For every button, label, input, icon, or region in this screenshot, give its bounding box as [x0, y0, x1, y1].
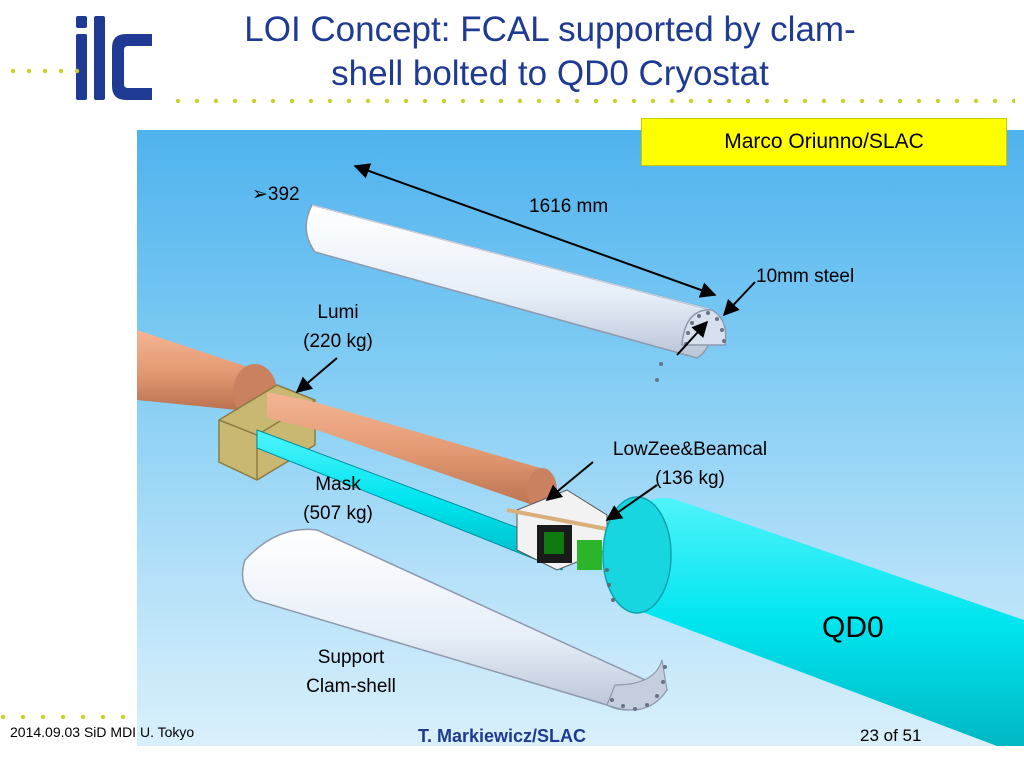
annotation-arrows	[295, 163, 756, 521]
decorative-dot	[897, 98, 903, 104]
decorative-dot	[384, 98, 390, 104]
author-credit-box: Marco Oriunno/SLAC	[641, 118, 1007, 166]
decorative-dotted-line	[175, 98, 1015, 104]
decorative-dot	[745, 98, 751, 104]
decorative-dot	[992, 98, 998, 104]
footer-page-number: 23 of 51	[860, 726, 922, 745]
lowzee-label: LowZee&Beamcal (136 kg)	[580, 435, 800, 493]
decorative-dot	[707, 98, 713, 104]
decorative-dot	[213, 98, 219, 104]
decorative-dot	[802, 98, 808, 104]
lowzee-arrow-right	[605, 484, 658, 521]
decorative-dot	[574, 98, 580, 104]
decorative-dot	[593, 98, 599, 104]
decorative-dot	[232, 98, 238, 104]
decorative-dot	[346, 98, 352, 104]
note-392: ➢392	[252, 184, 300, 205]
decorative-dot	[954, 98, 960, 104]
steel-label: 10mm steel	[756, 266, 855, 287]
decorative-dot	[973, 98, 979, 104]
decorative-dot	[688, 98, 694, 104]
lowzee-beamcal-package	[506, 489, 613, 571]
mask-mass: (507 kg)	[303, 503, 373, 524]
decorative-dot	[840, 98, 846, 104]
support-desc: Clam-shell	[306, 676, 396, 697]
decorative-dot	[479, 98, 485, 104]
decorative-dot	[0, 714, 6, 720]
title-line-2: shell bolted to QD0 Cryostat	[331, 54, 769, 93]
decorative-dot	[612, 98, 618, 104]
decorative-dot	[726, 98, 732, 104]
decorative-dot	[308, 98, 314, 104]
decorative-dot	[42, 68, 48, 74]
fcal-assembly-drawing	[137, 163, 1024, 746]
decorative-dot	[631, 98, 637, 104]
decorative-dot	[60, 714, 66, 720]
lumi-label: Lumi (220 kg)	[288, 298, 388, 356]
copper-beam-cone	[256, 392, 568, 571]
lowzee-name: LowZee&Beamcal	[612, 439, 768, 460]
steel-arrow-lower	[676, 320, 709, 356]
footer-date-event: 2014.09.03 SiD MDI U. Tokyo	[10, 724, 195, 740]
diagram-panel	[137, 130, 1024, 746]
decorative-dotted-line	[10, 68, 80, 74]
decorative-dot	[26, 68, 32, 74]
footer-author: T. Markiewicz/SLAC	[418, 726, 587, 746]
steel-arrow-upper	[722, 281, 756, 317]
decorative-dot	[40, 714, 46, 720]
lowzee-arrow-left	[545, 461, 594, 502]
decorative-dot	[536, 98, 542, 104]
decorative-dot	[517, 98, 523, 104]
mask-name: Mask	[315, 474, 361, 495]
decorative-dot	[441, 98, 447, 104]
decorative-dot	[289, 98, 295, 104]
decorative-dot	[194, 98, 200, 104]
lumi-mass: (220 kg)	[303, 331, 373, 352]
decorative-dot	[58, 68, 64, 74]
decorative-dot	[403, 98, 409, 104]
decorative-dot	[650, 98, 656, 104]
decorative-dotted-line	[0, 714, 126, 720]
mask-label: Mask (507 kg)	[288, 470, 388, 528]
support-name: Support	[317, 647, 385, 668]
title-line-1: LOI Concept: FCAL supported by clam-	[244, 10, 856, 49]
decorative-dot	[120, 714, 126, 720]
decorative-dot	[175, 98, 181, 104]
lower-clam-shell	[241, 528, 669, 711]
decorative-dot	[878, 98, 884, 104]
decorative-dot	[20, 714, 26, 720]
decorative-dot	[365, 98, 371, 104]
decorative-dot	[669, 98, 675, 104]
decorative-dot	[74, 68, 80, 74]
decorative-dot	[859, 98, 865, 104]
decorative-dot	[935, 98, 941, 104]
decorative-dot	[251, 98, 257, 104]
qd0-cryostat	[602, 496, 1024, 746]
ilc-logo	[76, 16, 152, 100]
decorative-dot	[1011, 98, 1015, 104]
decorative-dot	[422, 98, 428, 104]
support-label: Support Clam-shell	[286, 643, 416, 701]
decorative-dot	[10, 68, 16, 74]
decorative-dot	[327, 98, 333, 104]
decorative-dot	[80, 714, 86, 720]
decorative-dot	[821, 98, 827, 104]
decorative-dot	[100, 714, 106, 720]
length-dimension-arrow	[353, 163, 717, 298]
decorative-dot	[764, 98, 770, 104]
decorative-dot	[460, 98, 466, 104]
length-label: 1616 mm	[529, 196, 609, 217]
decorative-dot	[555, 98, 561, 104]
decorative-dot	[498, 98, 504, 104]
decorative-dot	[270, 98, 276, 104]
lumi-arrow	[295, 357, 338, 394]
lowzee-mass: (136 kg)	[655, 468, 725, 489]
decorative-dot	[783, 98, 789, 104]
decorative-dot	[916, 98, 922, 104]
qd0-label: QD0	[822, 611, 884, 644]
slide-title: LOI Concept: FCAL supported by clam- she…	[170, 8, 930, 96]
lumi-name: Lumi	[317, 302, 359, 323]
